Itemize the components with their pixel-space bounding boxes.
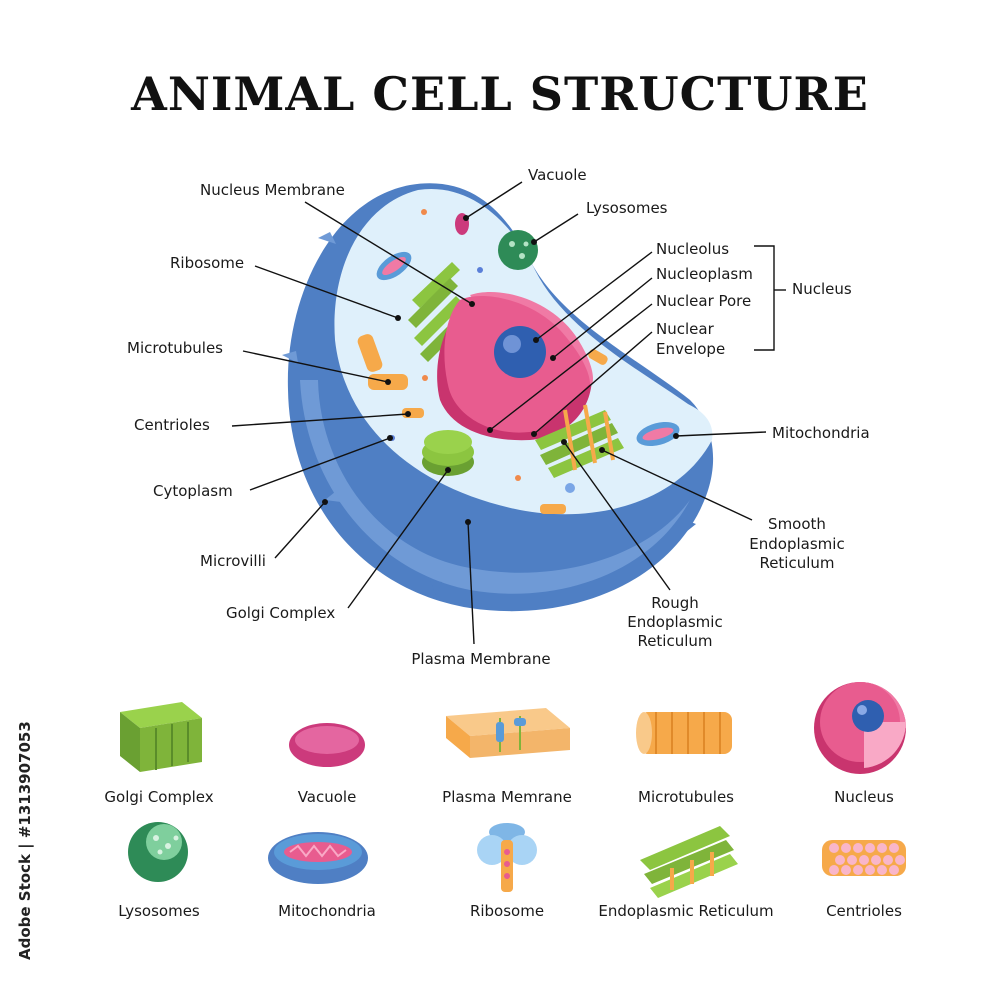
label-plasma-membrane: Plasma Membrane xyxy=(411,650,550,668)
legend-vacuole-icon xyxy=(289,723,365,767)
microvilli-bump-2 xyxy=(282,351,298,363)
label-rough-er-1: Rough xyxy=(651,594,698,612)
label-cytoplasm: Cytoplasm xyxy=(153,482,233,500)
label-golgi-complex: Golgi Complex xyxy=(226,604,335,622)
label-lysosomes: Lysosomes xyxy=(586,199,668,217)
mitochondria-shape-right xyxy=(636,421,680,447)
label-smooth-er-2: Endoplasmic xyxy=(749,535,844,553)
particle xyxy=(477,267,483,273)
rough-er-shape xyxy=(535,404,624,478)
legend-caption-nucleus: Nucleus xyxy=(834,788,894,806)
legend-plasma-membrane-icon xyxy=(446,708,570,758)
microvilli-bump-4 xyxy=(430,580,442,596)
legend-microtubules-icon xyxy=(636,712,732,754)
golgi-complex-shape xyxy=(422,430,474,476)
legend-caption-mitochondria: Mitochondria xyxy=(278,902,376,920)
legend-caption-microtubules: Microtubules xyxy=(638,788,734,806)
label-mitochondria: Mitochondria xyxy=(772,424,870,442)
label-microtubules: Microtubules xyxy=(127,339,223,357)
label-nuclear-pore: Nuclear Pore xyxy=(656,292,751,310)
label-vacuole: Vacuole xyxy=(528,166,587,184)
label-microvilli: Microvilli xyxy=(200,552,266,570)
label-nucleus-membrane: Nucleus Membrane xyxy=(200,181,345,199)
mitochondria-shape-small xyxy=(376,251,412,281)
label-centrioles: Centrioles xyxy=(134,416,210,434)
legend-centrioles-icon xyxy=(822,840,906,876)
legend-caption-golgi: Golgi Complex xyxy=(104,788,213,806)
particle xyxy=(515,475,521,481)
legend-golgi-icon xyxy=(120,702,202,772)
legend-nucleus-icon xyxy=(814,682,907,774)
legend-row-2: Lysosomes Mitochondria Ribosome Endoplas… xyxy=(118,822,906,920)
legend-caption-ribosome: Ribosome xyxy=(470,902,544,920)
diagram-labels: Nucleus Membrane Vacuole Lysosomes Ribos… xyxy=(127,166,870,668)
legend-caption-plasma-membrane: Plasma Memrane xyxy=(442,788,572,806)
label-nucleolus: Nucleolus xyxy=(656,240,729,258)
leader-lines xyxy=(231,181,786,645)
legend-ribosome-icon xyxy=(477,823,537,892)
legend-mitochondria-icon xyxy=(268,832,368,884)
centriole-shape-3 xyxy=(540,504,566,514)
label-ribosome: Ribosome xyxy=(170,254,244,272)
microvilli-bump-3 xyxy=(325,492,341,502)
legend-caption-er: Endoplasmic Reticulum xyxy=(598,902,773,920)
legend-lysosomes-icon xyxy=(128,822,188,882)
lysosome-shape xyxy=(498,230,538,270)
legend-caption-vacuole: Vacuole xyxy=(298,788,357,806)
label-nuclear-envelope-1: Nuclear xyxy=(656,320,715,338)
nucleus-shape xyxy=(437,291,594,441)
label-nucleus-group: Nucleus xyxy=(792,280,852,298)
legend-row-1: Golgi Complex Vacuole Plasma Memrane Mic… xyxy=(104,682,907,806)
cell-illustration xyxy=(282,183,714,612)
legend-caption-lysosomes: Lysosomes xyxy=(118,902,200,920)
microvilli-bump-5 xyxy=(680,518,696,532)
label-rough-er-3: Reticulum xyxy=(637,632,712,650)
legend-caption-centrioles: Centrioles xyxy=(826,902,902,920)
particle xyxy=(422,375,428,381)
label-smooth-er-3: Reticulum xyxy=(759,554,834,572)
particle xyxy=(421,209,427,215)
centriole-shape-2 xyxy=(588,349,608,365)
stock-watermark-text: Adobe Stock | #1313907053 xyxy=(16,721,35,960)
label-smooth-er-1: Smooth xyxy=(768,515,826,533)
label-rough-er-2: Endoplasmic xyxy=(627,613,722,631)
legend-er-icon xyxy=(640,826,738,898)
microvilli-bump-1 xyxy=(318,232,336,244)
page-title: ANIMAL CELL STRUCTURE xyxy=(130,67,869,121)
label-nucleoplasm: Nucleoplasm xyxy=(656,265,753,283)
particle xyxy=(565,483,575,493)
label-nuclear-envelope-2: Envelope xyxy=(656,340,725,358)
